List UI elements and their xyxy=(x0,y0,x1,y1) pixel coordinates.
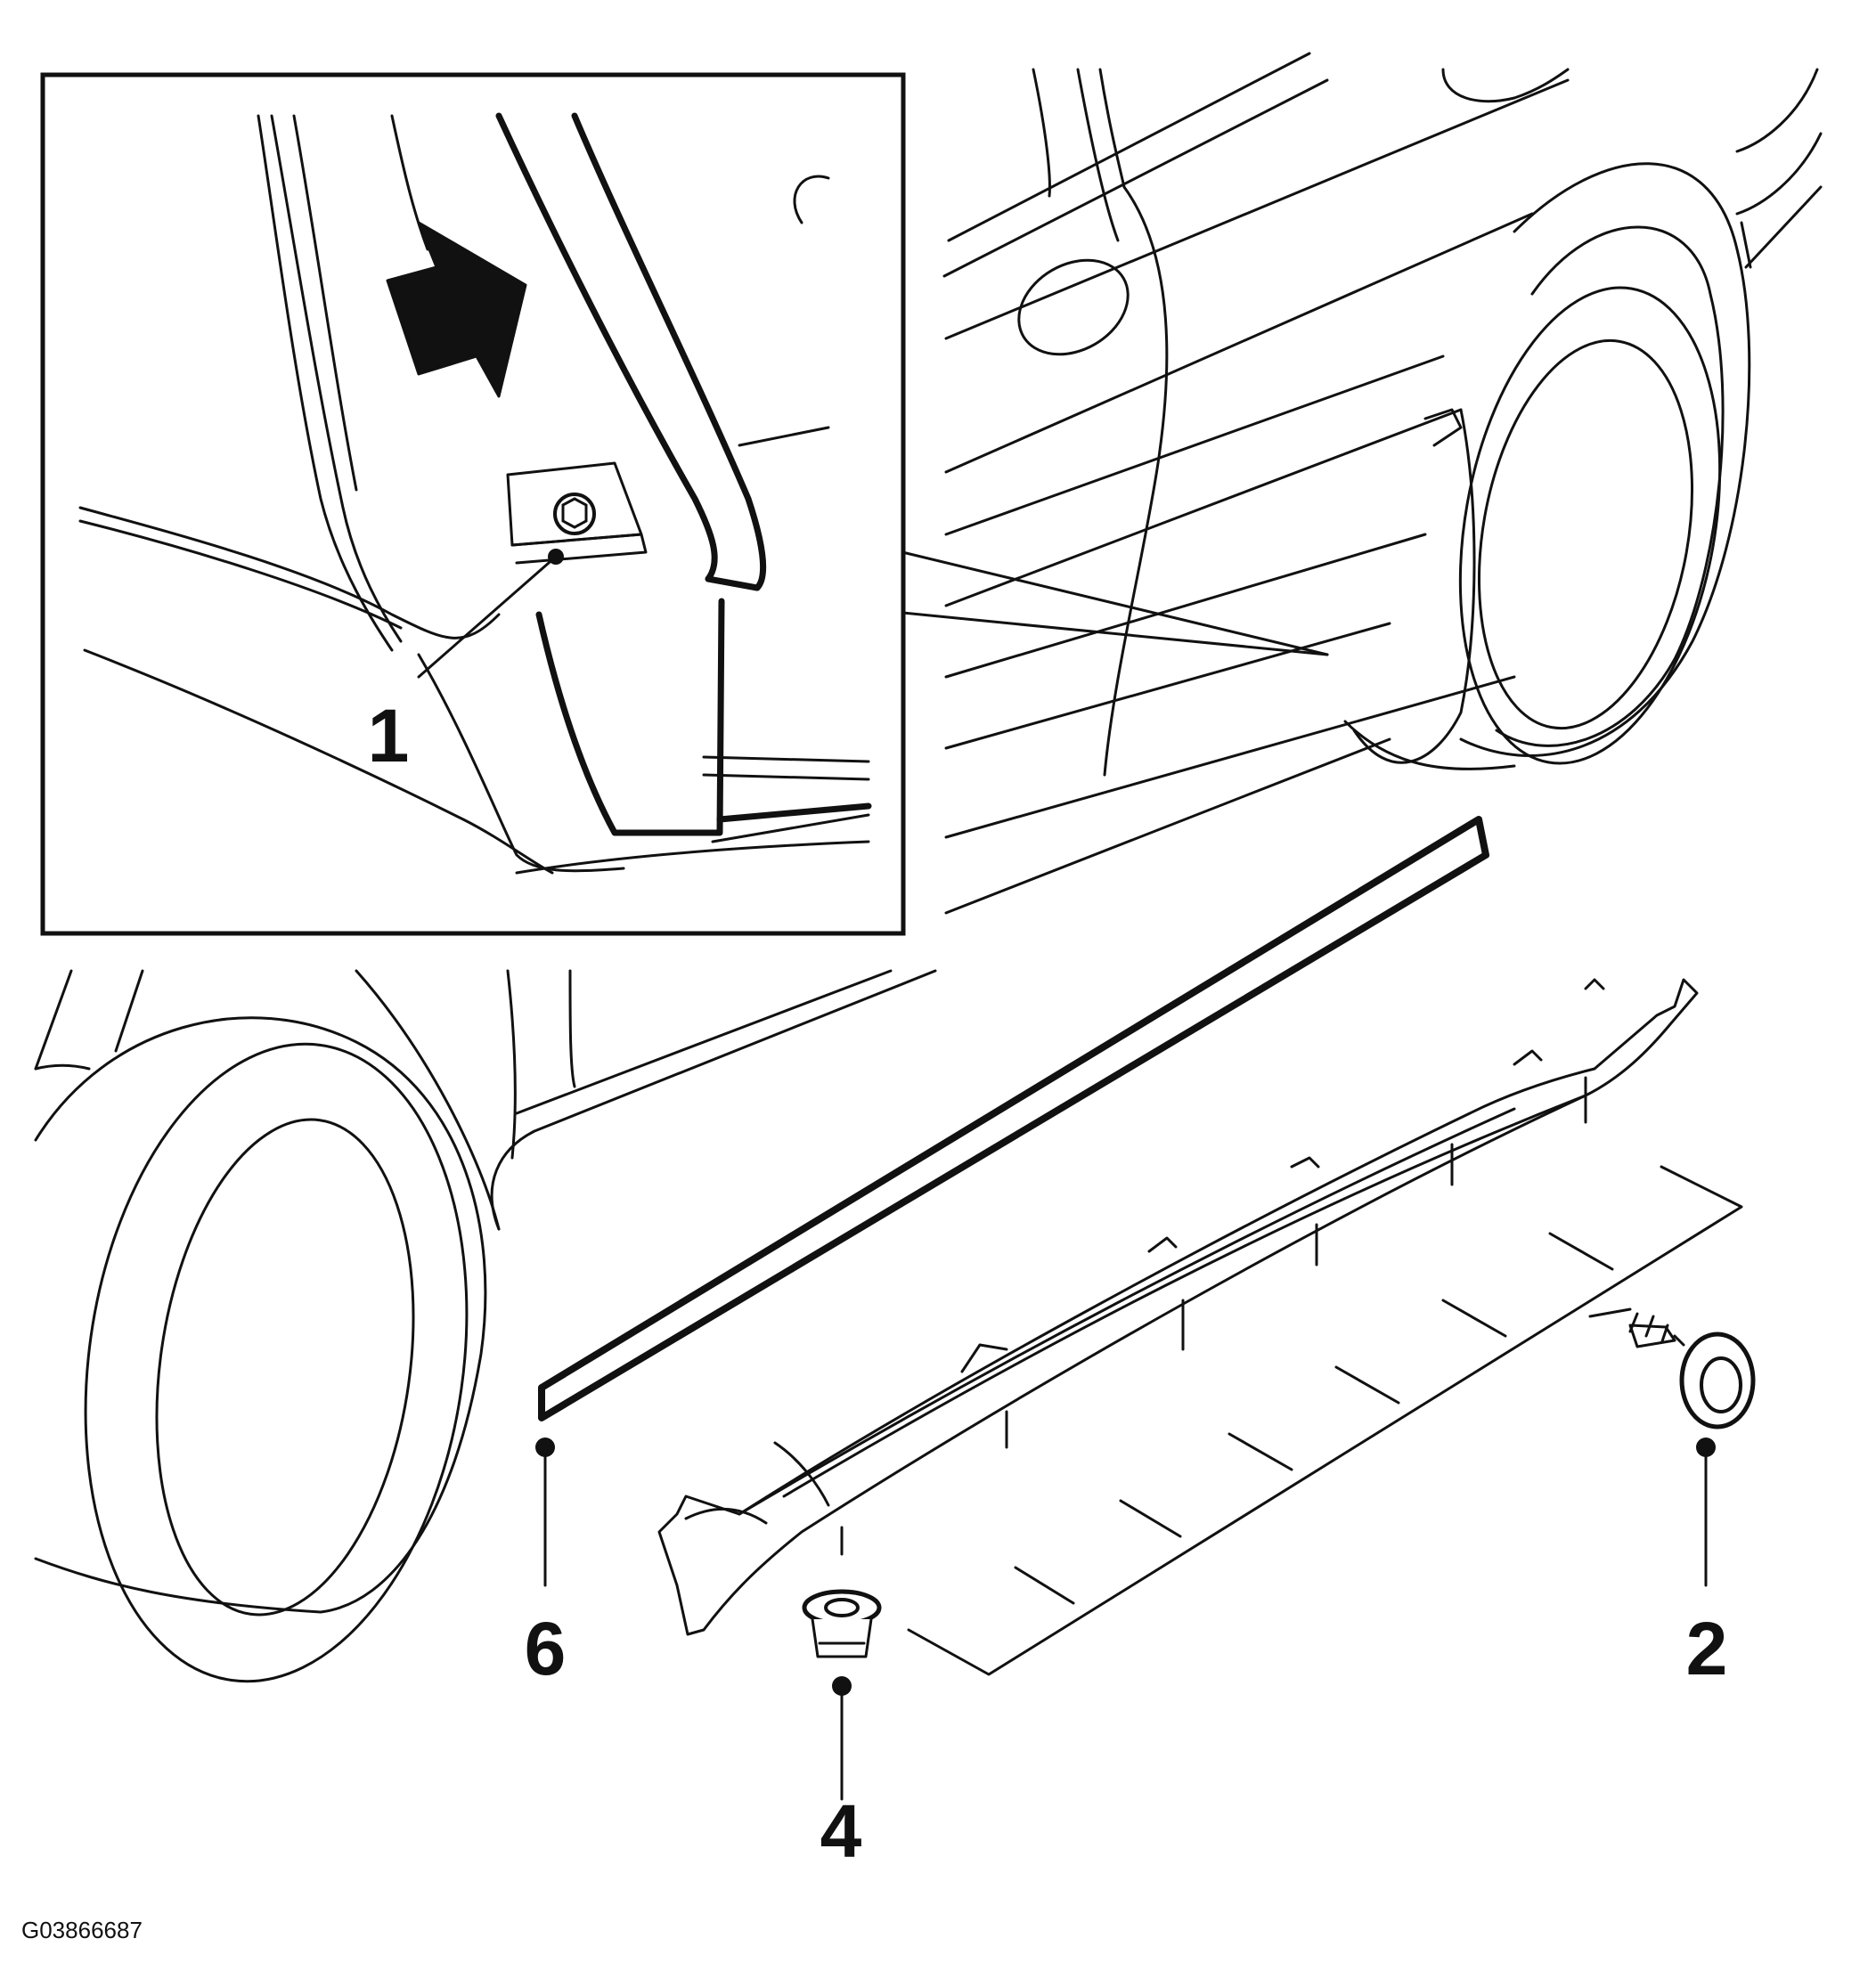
callout-leader-2 xyxy=(1696,1438,1716,1587)
callout-label-2: 2 xyxy=(1686,1607,1728,1690)
callout-label-6: 6 xyxy=(525,1607,567,1690)
clip-item-1 xyxy=(417,493,596,679)
car-side-upper xyxy=(942,52,1823,915)
inset-body xyxy=(78,114,870,875)
nut-clip-item-4 xyxy=(802,1589,882,1658)
wheel-arch-molding xyxy=(495,112,872,836)
screw-item-2 xyxy=(1588,1307,1756,1429)
car-side-lower xyxy=(34,969,937,1231)
sill-trim-panel xyxy=(657,978,1699,1636)
callout-leader-6 xyxy=(535,1438,555,1587)
inset-detail-box xyxy=(40,72,906,936)
floor-plane xyxy=(907,1165,1743,1676)
inset-leader xyxy=(901,550,1329,656)
wheel-lower xyxy=(34,1016,487,1683)
callout-label-1: 1 xyxy=(368,694,410,778)
figure-reference-code: G03866687 xyxy=(21,1917,143,1943)
callout-label-4: 4 xyxy=(820,1789,862,1873)
sill-molding-strip xyxy=(538,816,1489,1421)
callout-leader-4 xyxy=(832,1676,852,1801)
drop-lines xyxy=(840,1076,1587,1556)
wheel-upper xyxy=(1343,162,1751,770)
direction-arrow xyxy=(386,221,527,398)
